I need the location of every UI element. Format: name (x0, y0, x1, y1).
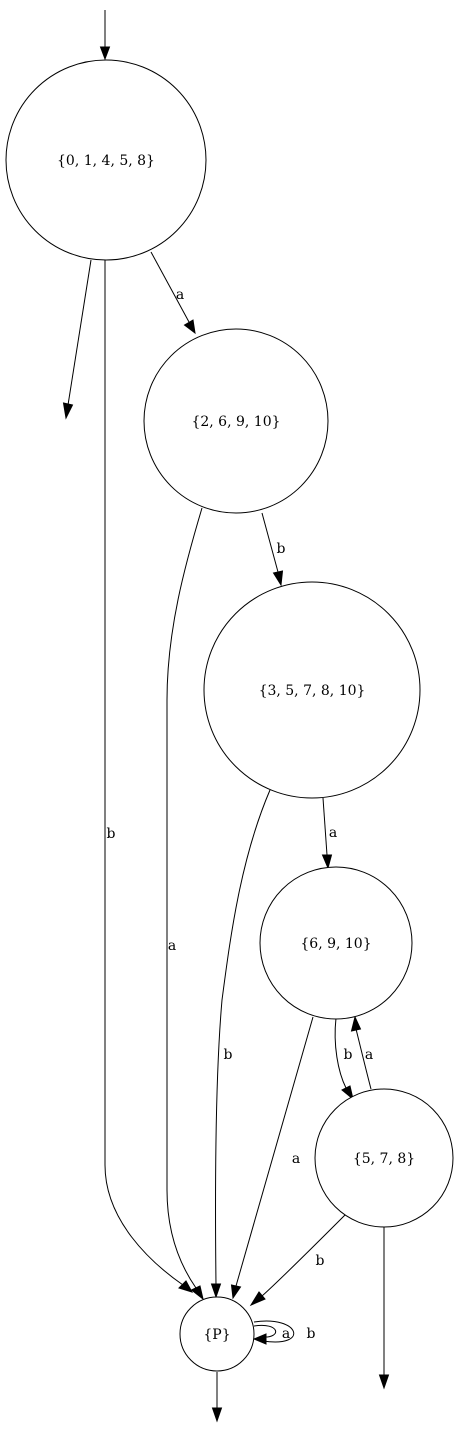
edge-label-s3-sP: a (292, 1151, 300, 1167)
edge-label-s2-sP: b (224, 1047, 233, 1063)
edge-s3-sP: a (230, 1016, 314, 1300)
state-label-s4: {5, 7, 8} (353, 1151, 415, 1167)
edge-s2-sP: b (210, 789, 271, 1299)
edge-label-s3-s4: b (344, 1047, 353, 1063)
state-label-s3: {6, 9, 10} (300, 936, 371, 952)
edge-label-s0-s1: a (176, 287, 184, 303)
state-label-s0: {0, 1, 4, 5, 8} (57, 153, 155, 169)
edge-sP-exit (211, 1372, 223, 1423)
edge-s4-s3: a (350, 1015, 373, 1090)
edge-s4-exit (378, 1227, 390, 1390)
edge-s0-s1: a (150, 251, 196, 335)
edge-label-sP-self-b: b (307, 1326, 316, 1342)
edge-start (99, 10, 111, 61)
state-node-s4: {5, 7, 8} (314, 1088, 454, 1228)
edge-label-s2-s3: a (329, 825, 337, 841)
edge-label-s4-sP: b (316, 1253, 325, 1269)
state-node-s0: {0, 1, 4, 5, 8} (5, 59, 207, 261)
edge-s2-s3: a (321, 797, 337, 870)
state-node-s3: {6, 9, 10} (259, 866, 413, 1020)
edge-s4-sP: b (249, 1214, 346, 1307)
edge-s1-s2: b (261, 512, 286, 587)
edge-label-s1-s2: b (277, 541, 286, 557)
state-node-sP: {P} (179, 1296, 255, 1372)
edge-label-s1-sP: a (168, 938, 176, 954)
edge-label-sP-self-a: a (282, 1326, 290, 1342)
edge-s0-sP: b (104, 260, 194, 1293)
edge-s3-s4: b (334, 1017, 354, 1101)
edge-s1-sP: a (166, 507, 204, 1301)
state-node-s1: {2, 6, 9, 10} (143, 328, 329, 514)
edge-label-s4-s3: a (365, 1047, 373, 1063)
state-node-s2: {3, 5, 7, 8, 10} (203, 581, 421, 799)
state-label-sP: {P} (203, 1327, 230, 1343)
state-label-s1: {2, 6, 9, 10} (191, 414, 280, 430)
edge-s0-exit (62, 259, 92, 420)
edge-label-s0-sP: b (107, 826, 116, 842)
edge-sP-self: a b (252, 1320, 316, 1345)
state-label-s2: {3, 5, 7, 8, 10} (259, 683, 366, 699)
